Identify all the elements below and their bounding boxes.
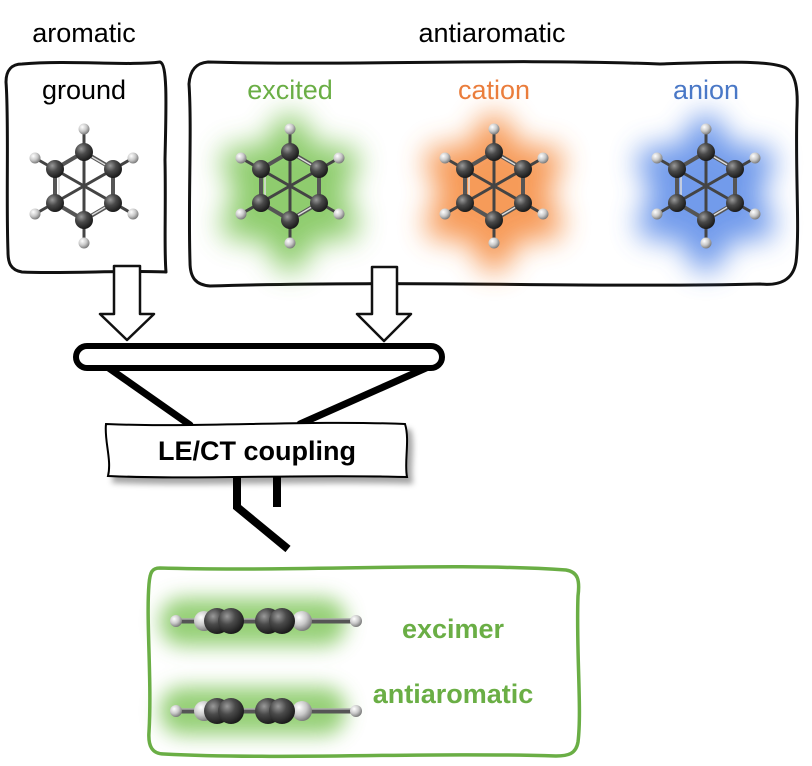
ground-benzene-icon <box>27 121 141 251</box>
antiaromatic-result-label: antiaromatic <box>373 679 534 709</box>
funnel-icon <box>73 343 445 553</box>
excimer-result-box <box>146 565 582 759</box>
aromatic-heading: aromatic <box>32 18 136 48</box>
antiaromatic-states-box <box>187 60 800 288</box>
coupling-label: LE/CT coupling <box>158 436 356 466</box>
coupling-banner <box>104 421 409 479</box>
ground-label: ground <box>42 75 126 105</box>
excited-label: excited <box>247 75 333 105</box>
excimer-label: excimer <box>402 614 505 644</box>
ground-down-arrow-icon <box>98 264 156 342</box>
antiaromatic-heading: antiaromatic <box>418 18 565 48</box>
anion-label: anion <box>673 75 739 105</box>
antiaromatic-down-arrow-icon <box>355 265 413 343</box>
cation-label: cation <box>458 75 530 105</box>
